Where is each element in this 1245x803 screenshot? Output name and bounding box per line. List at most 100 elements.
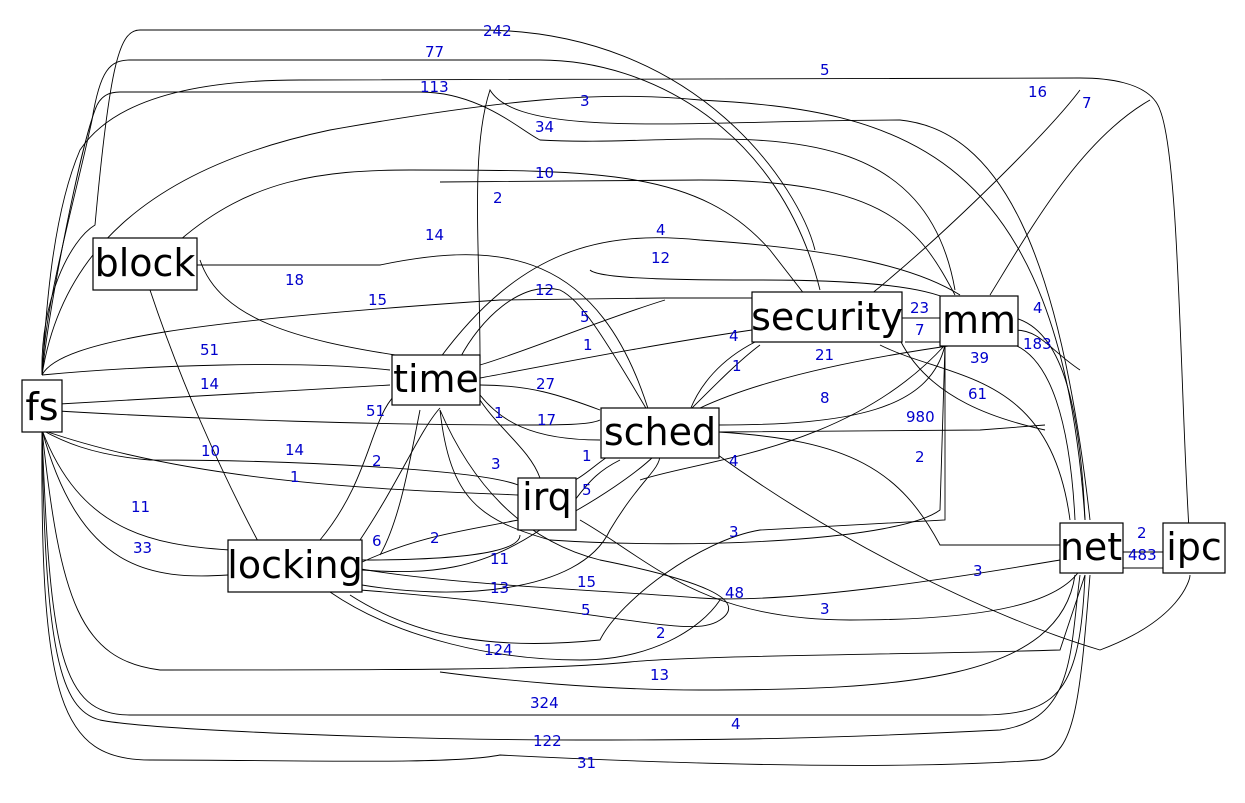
edge xyxy=(479,329,753,379)
edge xyxy=(361,454,661,593)
edge xyxy=(41,429,1081,741)
node-locking[interactable]: locking xyxy=(227,539,363,593)
edge-label: 5 xyxy=(820,61,830,79)
edge-label: 242 xyxy=(483,22,512,40)
node-label-block: block xyxy=(95,241,196,285)
node-label-time: time xyxy=(393,357,479,401)
edge xyxy=(41,91,956,376)
node-net[interactable]: net xyxy=(1059,522,1124,574)
node-security[interactable]: security xyxy=(751,291,903,343)
edge-label: 4 xyxy=(729,452,739,470)
edge-label: 6 xyxy=(372,532,382,550)
node-mm[interactable]: mm xyxy=(939,295,1019,347)
edge-label: 51 xyxy=(200,341,219,359)
edge-label: 3 xyxy=(491,455,501,473)
edge xyxy=(689,344,761,411)
edge-label: 1 xyxy=(583,336,593,354)
edge xyxy=(41,77,1191,546)
edge xyxy=(1014,344,1076,521)
edge-label: 3 xyxy=(820,600,830,618)
edge-label: 14 xyxy=(425,226,444,244)
edge-label: 5 xyxy=(580,308,590,326)
edge-label: 183 xyxy=(1023,335,1052,353)
edge-label: 12 xyxy=(535,281,554,299)
node-label-sched: sched xyxy=(604,410,716,454)
edge-label: 5 xyxy=(581,601,591,619)
edge xyxy=(717,454,1191,651)
edge-label: 2 xyxy=(1137,524,1147,542)
node-time[interactable]: time xyxy=(391,354,481,406)
node-irq[interactable]: irq xyxy=(517,475,577,531)
edge xyxy=(717,424,1046,433)
edge xyxy=(479,394,601,441)
edge-label: 2 xyxy=(493,189,503,207)
edge-label: 7 xyxy=(1082,94,1092,112)
node-block[interactable]: block xyxy=(92,237,198,291)
edge-label: 3 xyxy=(973,562,983,580)
edge-label: 77 xyxy=(425,43,444,61)
edge xyxy=(41,429,1086,671)
edge-label: 39 xyxy=(970,349,989,367)
edge-label: 16 xyxy=(1028,83,1047,101)
edge xyxy=(359,407,441,541)
edge xyxy=(479,384,601,411)
edge xyxy=(439,574,1076,691)
edge-label: 3 xyxy=(729,523,739,541)
edge-label: 34 xyxy=(535,118,554,136)
edge xyxy=(879,344,1071,521)
edge xyxy=(149,289,261,546)
edge-label: 1 xyxy=(582,447,592,465)
edge xyxy=(379,409,421,556)
edge xyxy=(989,99,1151,296)
edge-label: 483 xyxy=(1128,546,1157,564)
edge-label: 2 xyxy=(430,529,440,547)
edge-label: 15 xyxy=(577,573,596,591)
edge xyxy=(479,299,666,366)
node-sched[interactable]: sched xyxy=(600,407,720,459)
edge-label: 10 xyxy=(201,442,220,460)
node-label-fs: fs xyxy=(25,385,58,429)
edge xyxy=(41,429,1091,766)
edge xyxy=(1014,329,1081,371)
edge-label: 1 xyxy=(732,357,742,375)
edge-label: 2 xyxy=(656,624,666,642)
edge-label: 15 xyxy=(368,291,387,309)
edge-label: 48 xyxy=(725,584,744,602)
edge-label: 11 xyxy=(131,498,150,516)
edge xyxy=(41,429,229,577)
edge xyxy=(197,254,651,416)
edge-label: 10 xyxy=(535,164,554,182)
edge xyxy=(349,345,946,644)
edge-label: 2 xyxy=(372,452,382,470)
edge xyxy=(41,429,519,486)
edge-label: 14 xyxy=(285,441,304,459)
edge xyxy=(41,409,601,426)
edge-label: 61 xyxy=(968,385,987,403)
edge-label: 980 xyxy=(906,408,935,426)
edge-label: 12 xyxy=(651,249,670,267)
edge-label: 113 xyxy=(420,78,449,96)
edge-label: 27 xyxy=(536,375,555,393)
edge xyxy=(361,534,521,561)
edge xyxy=(359,409,730,628)
edge-label: 21 xyxy=(815,346,834,364)
edge xyxy=(319,394,396,541)
node-label-ipc: ipc xyxy=(1166,525,1222,569)
edge-labels: 242 77 113 5 3 16 7 34 10 2 14 4 12 18 1… xyxy=(131,22,1157,772)
edge-label: 4 xyxy=(1033,299,1043,317)
edge xyxy=(41,429,519,496)
edge xyxy=(439,179,956,296)
edge xyxy=(579,519,1081,621)
edge-label: 7 xyxy=(915,321,925,339)
node-label-mm: mm xyxy=(942,298,1016,342)
edge-label: 3 xyxy=(580,92,590,110)
edge-label: 4 xyxy=(656,221,666,239)
edge xyxy=(199,259,396,356)
edge xyxy=(41,429,231,551)
edge-label: 324 xyxy=(530,694,559,712)
edge-label: 51 xyxy=(366,402,385,420)
edge xyxy=(1014,317,1086,521)
node-ipc[interactable]: ipc xyxy=(1162,522,1226,574)
edge-label: 1 xyxy=(290,468,300,486)
node-fs[interactable]: fs xyxy=(21,379,63,433)
